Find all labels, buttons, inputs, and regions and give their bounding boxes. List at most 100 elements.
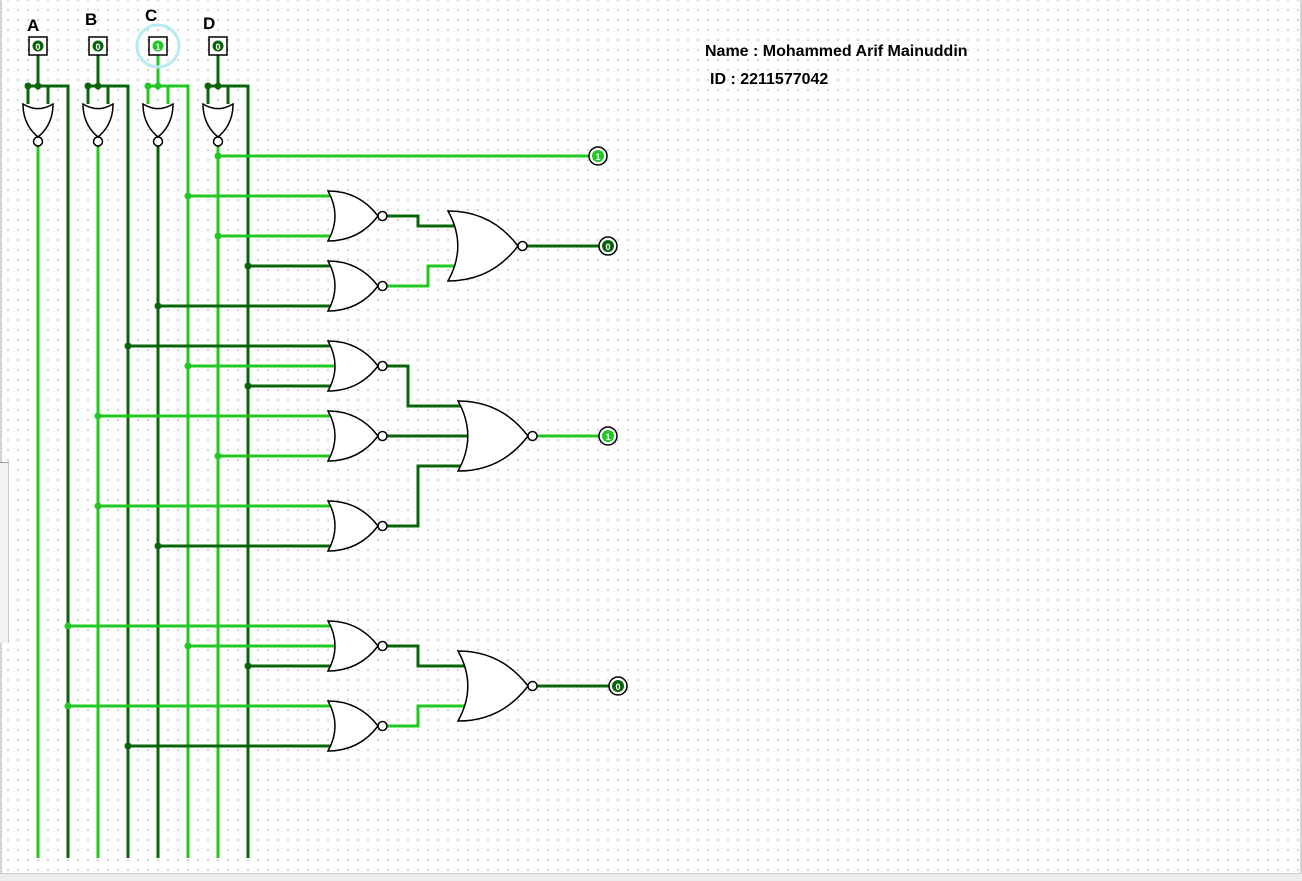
inversion-bubble — [377, 640, 388, 652]
input-pin-c-value: 1 — [155, 42, 160, 52]
nor-gate-body — [142, 102, 174, 138]
wire-junction — [214, 232, 222, 240]
inversion-bubble — [517, 240, 528, 252]
inversion-bubble — [377, 720, 388, 732]
nor-gate-inverter[interactable] — [142, 102, 174, 147]
nor-gate-body — [456, 400, 529, 472]
inversion-bubble — [527, 430, 538, 442]
wire-junction — [34, 82, 42, 90]
nor-gate-inverter[interactable] — [82, 102, 114, 147]
nor-gate-body — [202, 102, 234, 138]
wire-junction — [94, 82, 102, 90]
input-label-c: C — [145, 6, 157, 25]
wire-junction — [204, 82, 212, 90]
wire-junction — [84, 82, 92, 90]
nor-gates — [22, 102, 538, 752]
wire-junction — [124, 342, 132, 350]
output-pin-1[interactable]: 1 — [588, 146, 608, 166]
nor-gate-body — [326, 700, 379, 752]
nor-gate-body — [456, 650, 529, 722]
inversion-bubble — [92, 136, 104, 147]
nor-gate-inverter[interactable] — [202, 102, 234, 147]
input-pin-b-value: 0 — [95, 42, 100, 52]
nor-gate[interactable] — [456, 650, 538, 722]
inversion-bubble — [377, 430, 388, 442]
student-name: Name : Mohammed Arif Mainuddin — [705, 43, 968, 60]
input-pin-a[interactable]: 0 — [28, 36, 48, 56]
wire-junction — [184, 192, 192, 200]
wire-junction — [214, 82, 222, 90]
wire-junction — [184, 362, 192, 370]
inversion-bubble — [527, 680, 538, 692]
wire — [383, 704, 472, 728]
wire-junction — [24, 82, 32, 90]
output-pin-3[interactable]: 1 — [598, 426, 618, 446]
wire-junction — [64, 622, 72, 630]
true-rail — [158, 84, 190, 858]
nor-gate[interactable] — [446, 210, 528, 282]
wire-junction — [94, 412, 102, 420]
wire-junction — [244, 382, 252, 390]
input-pin-b[interactable]: 0 — [88, 36, 108, 56]
nor-gate[interactable] — [326, 190, 388, 242]
nor-gate[interactable] — [326, 620, 388, 672]
wire-junction — [94, 502, 102, 510]
input-label-b: B — [85, 10, 97, 29]
input-label-d: D — [203, 14, 215, 33]
nor-gate[interactable] — [326, 500, 388, 552]
output-pin-3-value: 1 — [605, 432, 610, 442]
nor-gate-body — [326, 340, 379, 392]
inversion-bubble — [377, 280, 388, 292]
wire-junction — [244, 662, 252, 670]
wire — [383, 364, 472, 408]
wire — [383, 214, 462, 228]
nor-gate-body — [326, 190, 379, 242]
nor-gate-inverter[interactable] — [22, 102, 54, 147]
wire-junctions — [24, 82, 252, 750]
wire-junction — [124, 742, 132, 750]
canvas-right-edge — [1300, 0, 1302, 880]
wire — [383, 644, 472, 668]
wires — [26, 55, 609, 858]
wire — [383, 264, 462, 288]
inversion-bubble — [377, 520, 388, 532]
scrollbar-left[interactable] — [0, 462, 9, 643]
nor-gate[interactable] — [456, 400, 538, 472]
wire-junction — [144, 82, 152, 90]
output-pin-4[interactable]: 0 — [608, 676, 628, 696]
nor-gate-body — [326, 410, 379, 462]
wire-junction — [214, 152, 222, 160]
selection-highlight — [135, 23, 181, 69]
input-pin-c[interactable]: 1 — [148, 36, 168, 56]
wire-junction — [244, 262, 252, 270]
true-rail — [218, 84, 250, 858]
output-pin-2[interactable]: 0 — [598, 236, 618, 256]
true-rail — [38, 84, 70, 858]
nor-gate-body — [326, 500, 379, 552]
output-pin-4-value: 0 — [615, 682, 620, 692]
true-rail — [98, 84, 130, 858]
inversion-bubble — [32, 136, 44, 147]
wire-junction — [214, 452, 222, 460]
output-pin-1-value: 1 — [595, 152, 600, 162]
nor-gate-body — [326, 620, 379, 672]
scrollbar-bottom[interactable] — [0, 873, 1302, 881]
input-pin-d-value: 0 — [215, 42, 220, 52]
wire-junction — [154, 82, 162, 90]
nor-gate[interactable] — [326, 340, 388, 392]
canvas-left-edge — [0, 0, 2, 880]
wire-junction — [154, 302, 162, 310]
input-pin-d[interactable]: 0 — [208, 36, 228, 56]
wire-junction — [64, 702, 72, 710]
nor-gate-body — [446, 210, 519, 282]
wire-junction — [184, 642, 192, 650]
nor-gate[interactable] — [326, 700, 388, 752]
student-id: ID : 2211577042 — [710, 71, 829, 88]
inversion-bubble — [377, 210, 388, 222]
inversion-bubble — [377, 360, 388, 372]
nor-gate[interactable] — [326, 260, 388, 312]
nor-gate[interactable] — [326, 410, 388, 462]
inversion-bubble — [212, 136, 224, 147]
input-pin-a-value: 0 — [35, 42, 40, 52]
wire — [383, 464, 472, 528]
